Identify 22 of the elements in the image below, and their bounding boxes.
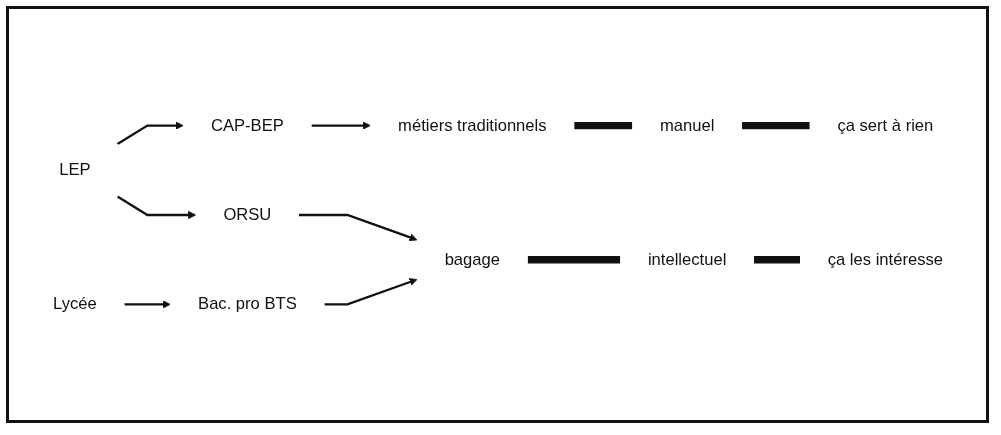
node-text: ça sert à rien bbox=[836, 115, 933, 134]
connector bbox=[527, 255, 620, 263]
arrow bbox=[310, 121, 371, 130]
node-text: bagage bbox=[444, 249, 500, 268]
diagram-frame: LEP CAP-BEP ORSU métiers traditionnels manuel ça sert à rien Lycée Bac. pro BTS bagage intellectuel ça les intéresse bbox=[6, 6, 989, 423]
node-text: métiers traditionnels bbox=[397, 115, 547, 134]
connector bbox=[741, 121, 810, 129]
arrow bbox=[123, 299, 171, 308]
arrow bbox=[323, 277, 417, 306]
arrow bbox=[116, 195, 196, 219]
arrow bbox=[116, 121, 184, 145]
node-text: ORSU bbox=[222, 204, 271, 224]
node-text: Lycée bbox=[52, 294, 97, 313]
node-text: ça les intéresse bbox=[827, 249, 943, 268]
connector bbox=[753, 255, 800, 263]
arrow bbox=[298, 213, 417, 241]
node-text: intellectuel bbox=[647, 249, 726, 268]
node-text: LEP bbox=[58, 160, 91, 179]
node-text: CAP-BEP bbox=[210, 115, 284, 134]
connector bbox=[573, 121, 632, 129]
node-text: manuel bbox=[659, 115, 714, 134]
node-text: Bac. pro BTS bbox=[197, 294, 297, 313]
